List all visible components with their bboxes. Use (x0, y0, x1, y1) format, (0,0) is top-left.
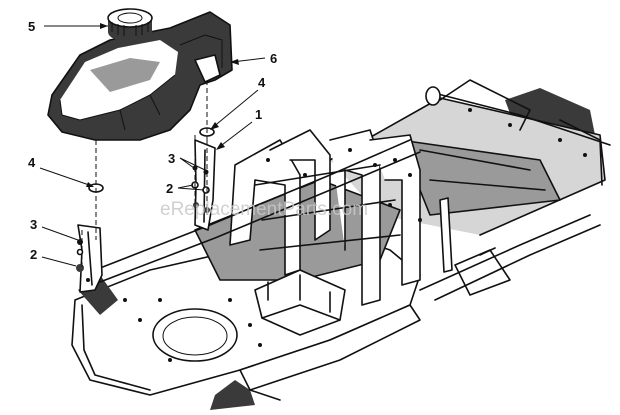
mower-frame (71, 79, 611, 410)
callout-4-left: 4 (28, 155, 36, 170)
callouts: 5 6 4 1 3 2 4 3 2 (28, 19, 277, 262)
callout-3-upper: 3 (168, 151, 175, 166)
callout-2-upper: 2 (166, 181, 173, 196)
watermark: eReplacementParts.com (160, 199, 368, 220)
callout-3-left: 3 (30, 217, 37, 232)
callout-1: 1 (255, 107, 262, 122)
fuel-cap (107, 8, 153, 42)
callout-6: 6 (270, 51, 277, 66)
fuel-tank (47, 11, 233, 141)
leader-lines (39, 23, 266, 267)
assembly-guide-lines (81, 80, 208, 268)
callout-2-left: 2 (30, 247, 37, 262)
callout-5: 5 (28, 19, 35, 34)
callout-4-upper: 4 (258, 75, 266, 90)
